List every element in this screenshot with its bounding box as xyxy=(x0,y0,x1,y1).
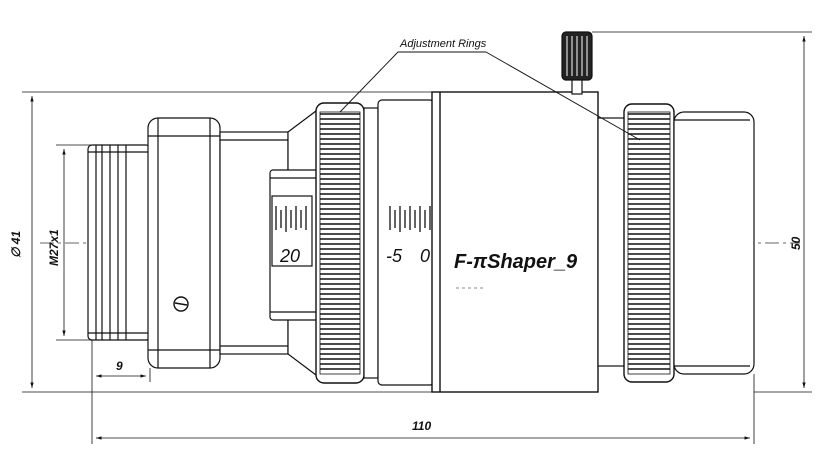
left-scale-value: 20 xyxy=(279,246,300,266)
right-scale-value: -5 xyxy=(386,246,403,266)
set-screw-icon xyxy=(173,296,189,312)
dimension-diameter-label: ∅ 41 xyxy=(9,231,23,258)
adjustment-screw xyxy=(561,31,593,95)
left-scale-ticks xyxy=(275,206,307,232)
right-scale-zero: 0 xyxy=(420,246,430,266)
rear-section xyxy=(597,117,627,367)
adjustment-ring-2 xyxy=(623,103,675,383)
dimension-total-length-label: 110 xyxy=(412,419,431,433)
dimension-diameter xyxy=(22,91,432,393)
dimension-total-height-label: 50 xyxy=(789,236,803,250)
main-housing xyxy=(431,91,599,393)
dimension-total-height xyxy=(592,31,812,393)
left-scale-ring xyxy=(269,169,321,321)
middle-scale-drum xyxy=(363,99,435,386)
dimension-total-length xyxy=(91,374,755,444)
rear-barrel xyxy=(673,111,755,375)
front-barrel xyxy=(147,117,221,369)
dimension-thread xyxy=(56,144,92,341)
callout-label: Adjustment Rings xyxy=(399,38,487,50)
dimension-thread-length-label: 9 xyxy=(116,359,123,373)
product-name: F-πShaper_9 xyxy=(454,251,578,273)
callout-leaders xyxy=(339,51,641,141)
adjustment-ring-1 xyxy=(315,102,365,384)
dimension-thread-label: M27x1 xyxy=(47,229,61,266)
front-thread-cap xyxy=(87,144,151,341)
right-scale-ticks xyxy=(389,206,431,232)
dimension-thread-length xyxy=(91,340,151,382)
